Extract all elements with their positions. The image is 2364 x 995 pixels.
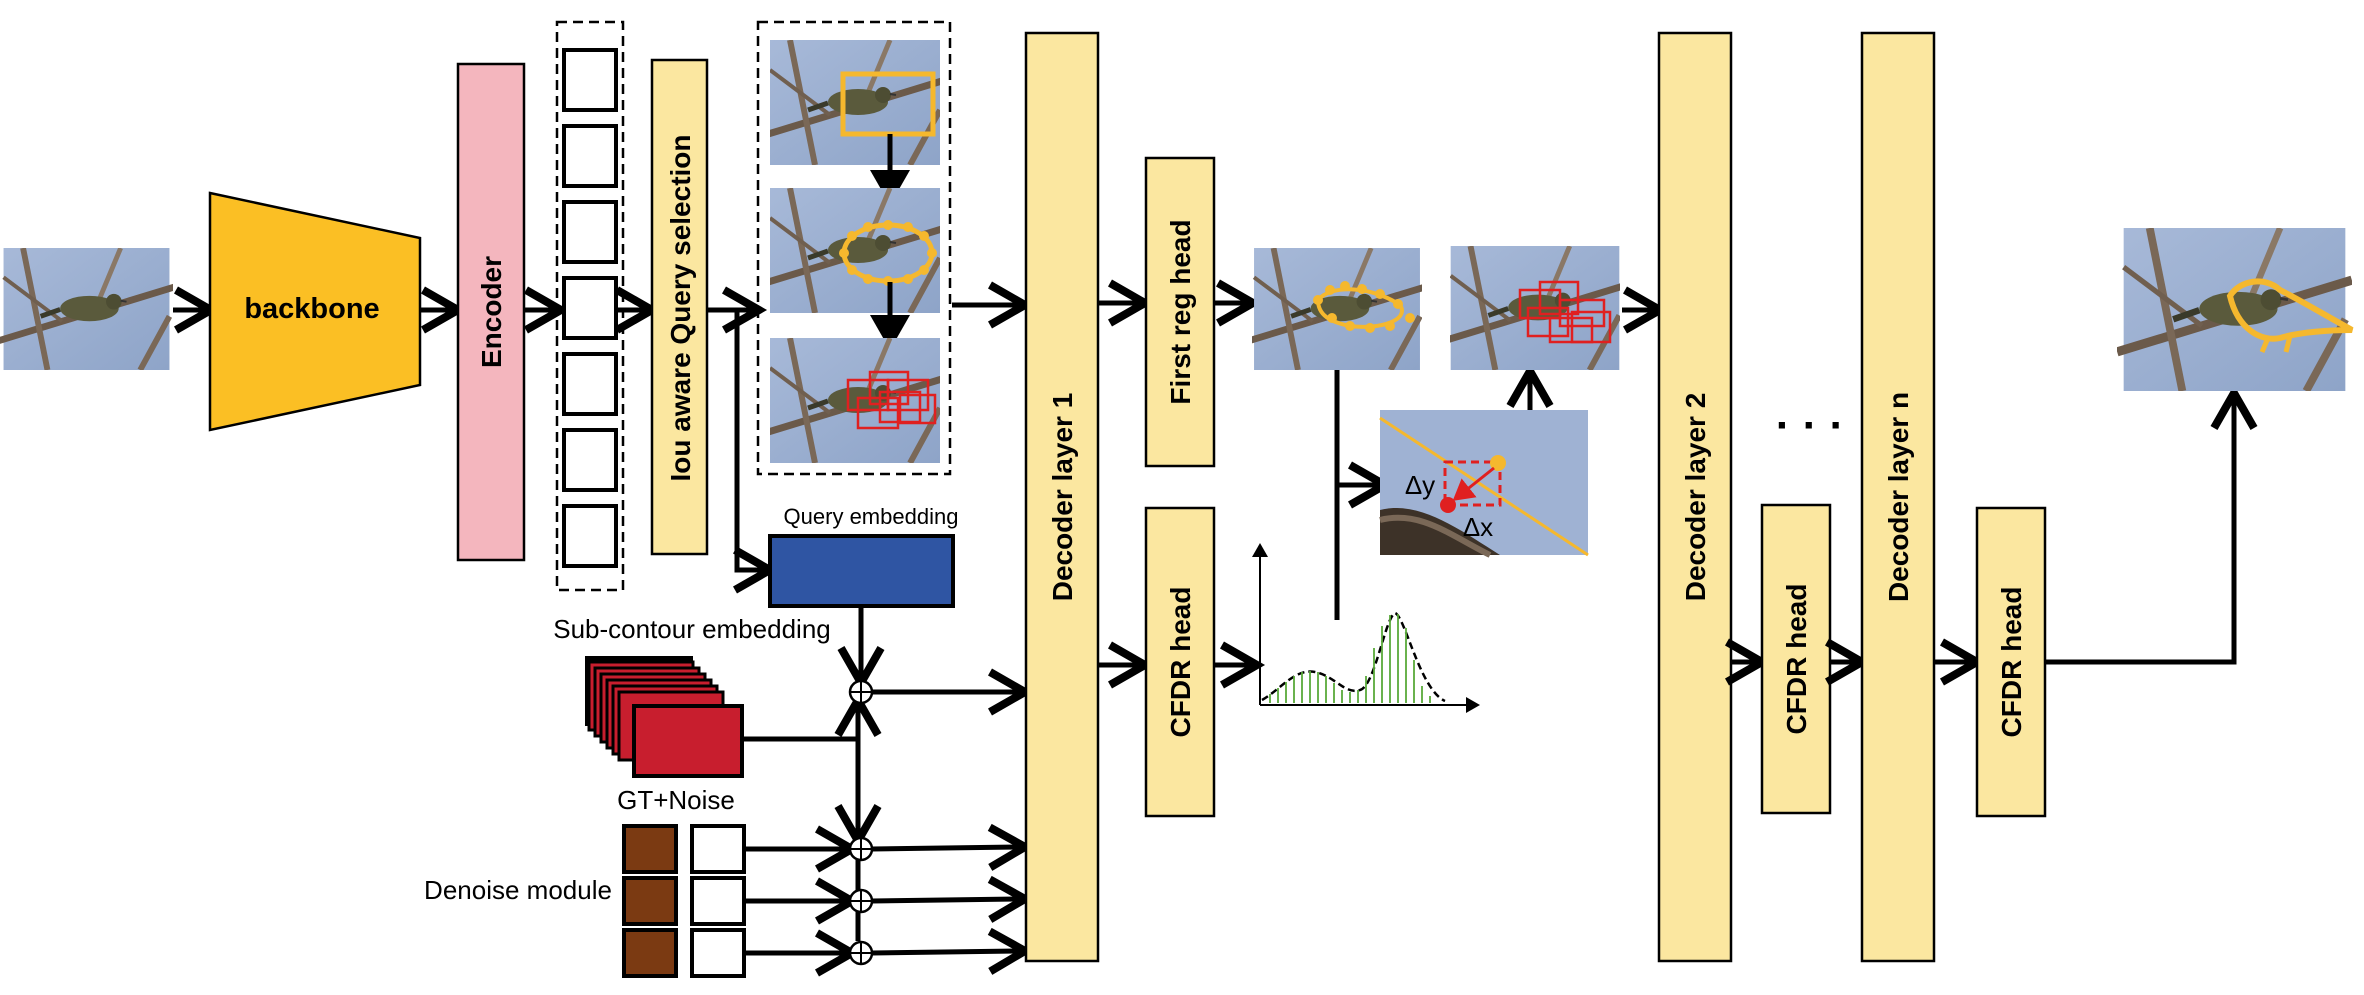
decoder-layer-n-label: Decoder layer n: [1883, 392, 1914, 602]
token: [562, 428, 618, 492]
token: [562, 200, 618, 264]
sub-contour-embedding-label: Sub-contour embedding: [553, 614, 831, 644]
delta-y-label: Δy: [1405, 470, 1435, 500]
backbone-label: backbone: [244, 293, 379, 325]
sub-contour-embedding-block: [632, 704, 744, 778]
cfdr-head-2-label: CFDR head: [1781, 584, 1812, 735]
token: [562, 504, 618, 568]
arrow-dn-sum2-to-decoder: [871, 875, 1034, 923]
distribution-plot: [1252, 543, 1480, 713]
query-embedding-label: Query embedding: [784, 504, 959, 529]
cfdr-head-n-block: [1975, 506, 2047, 818]
query-selection-block: [650, 58, 709, 556]
arrow-selection-to-query-embedding: [733, 310, 779, 594]
query-selection-label: Iou aware Query selection: [665, 134, 696, 481]
sub-boxes: [846, 370, 937, 430]
cfdr-head-2-block: [1760, 503, 1832, 815]
reg-output-image: [1249, 248, 1425, 370]
token: [562, 276, 618, 340]
zoom-inset: [1379, 410, 1589, 558]
input-image: [0, 248, 174, 370]
decoder-layer-2-label: Decoder layer 2: [1680, 393, 1711, 602]
refine-image-contour: [765, 188, 945, 313]
token: [562, 124, 618, 188]
refined-sub-boxes: [1518, 280, 1612, 344]
backbone-block: [208, 191, 422, 432]
sum-node-query: [848, 679, 874, 705]
decoder-layer-2-block: [1657, 31, 1733, 963]
first-reg-head-label: First reg head: [1165, 219, 1196, 404]
output-contour-legs: [2259, 335, 2293, 353]
refine-image-box: [765, 40, 945, 165]
refine-image-subboxes: [765, 338, 945, 463]
arrow-dn-sum3-to-decoder: [871, 927, 1034, 975]
sub-contour-stack: [585, 656, 744, 778]
reg-output-contour: [1313, 281, 1415, 333]
token-column: [555, 20, 625, 592]
token: [562, 48, 618, 112]
sum-nodes-denoise: [848, 836, 874, 966]
arrow-dn-sum1-to-decoder: [871, 823, 1034, 871]
decoder-layer-1-label: Decoder layer 1: [1047, 393, 1078, 602]
decoder-layer-1-block: [1024, 31, 1100, 963]
decoder-layer-n-block: [1860, 31, 1936, 963]
output-contour: [2226, 278, 2354, 342]
denoise-module-label: Denoise module: [424, 875, 612, 905]
delta-x-label: Δx: [1463, 512, 1493, 542]
query-embedding-block: [768, 534, 955, 608]
arrow-cfdrn-to-output: [2045, 384, 2258, 665]
denoise-module: [622, 824, 746, 978]
encoder-label: Encoder: [476, 256, 507, 368]
first-reg-head-block: [1144, 156, 1216, 468]
encoder-block: [456, 62, 526, 562]
refinement-column: [756, 20, 952, 476]
cfdr-head-n-label: CFDR head: [1996, 587, 2027, 738]
token: [562, 352, 618, 416]
ellipsis: · · ·: [1776, 401, 1844, 450]
cfdr-head-1-label: CFDR head: [1165, 587, 1196, 738]
cfdr-head-1-block: [1144, 506, 1216, 818]
gt-noise-label: GT+Noise: [617, 785, 735, 815]
